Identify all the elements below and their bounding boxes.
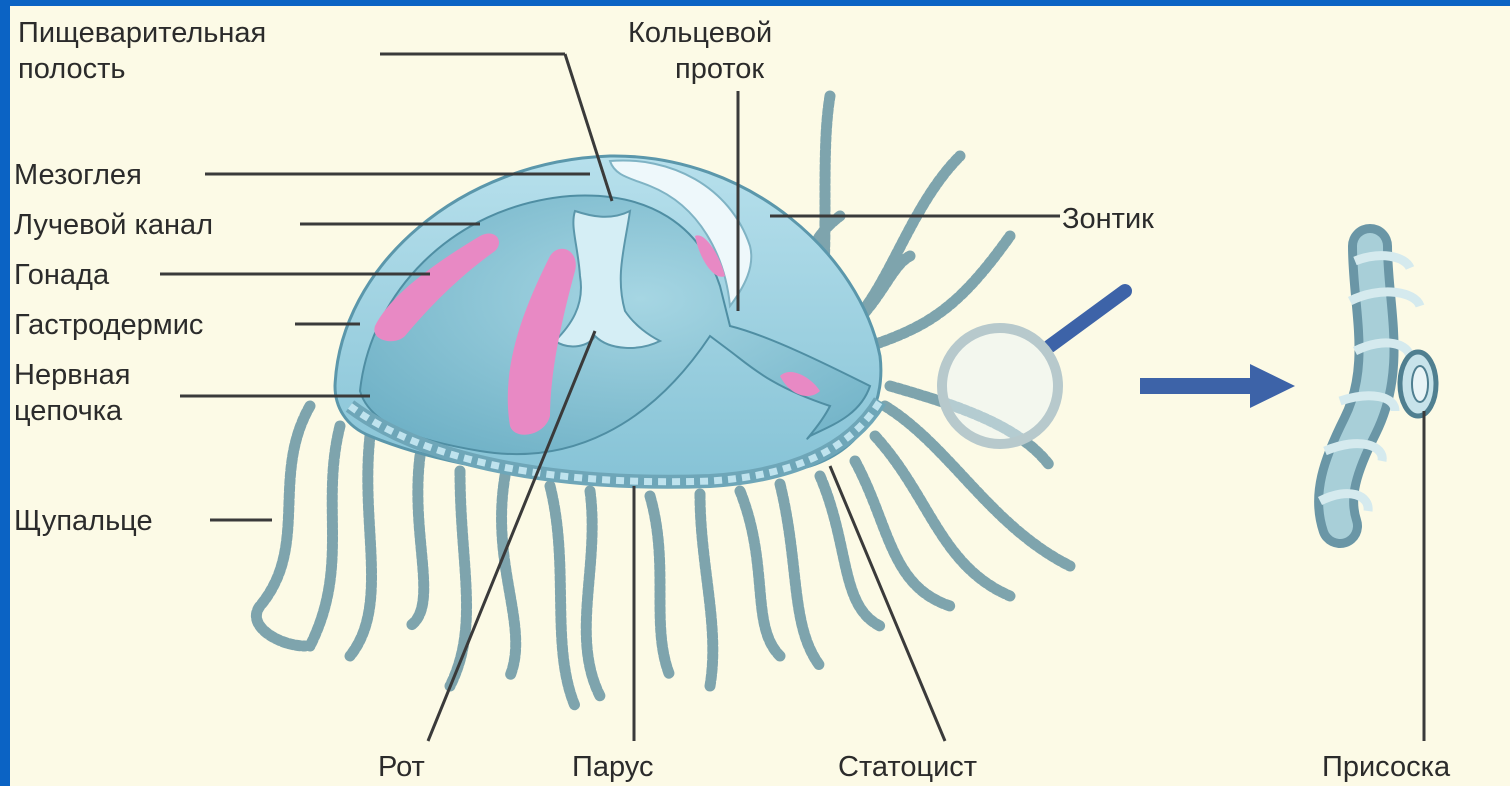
label-digestive-cavity-line1: Пищеварительная bbox=[18, 17, 266, 49]
tentacle-strand bbox=[502, 476, 516, 676]
right-arrow-icon bbox=[1140, 364, 1295, 408]
tentacle-strand bbox=[740, 491, 780, 656]
label-umbrella: Зонтик bbox=[1062, 203, 1154, 235]
label-statocyst: Статоцист bbox=[838, 751, 977, 783]
label-gonad: Гонада bbox=[14, 259, 110, 291]
tentacle-strand bbox=[700, 494, 713, 686]
label-gastrodermis: Гастродермис bbox=[14, 309, 203, 341]
jellyfish-diagram: Пищеварительная полость Кольцевой проток… bbox=[10, 6, 1510, 786]
magnifier-lens bbox=[942, 328, 1058, 444]
tentacle-strand bbox=[650, 496, 670, 676]
diagram-canvas: Пищеварительная полость Кольцевой проток… bbox=[10, 6, 1510, 786]
tentacle-strand bbox=[410, 456, 424, 626]
tentacle-strand bbox=[256, 406, 310, 646]
tentacle-strand bbox=[850, 156, 960, 326]
label-mesoglea: Мезоглея bbox=[14, 159, 142, 191]
label-sucker: Присоска bbox=[1322, 751, 1451, 783]
label-ring-canal-line2: проток bbox=[675, 53, 764, 85]
label-radial-canal: Лучевой канал bbox=[14, 209, 213, 241]
magnifier-handle bbox=[1050, 291, 1125, 346]
tentacle-strand bbox=[350, 436, 372, 656]
label-digestive-cavity-line2: полость bbox=[18, 53, 125, 85]
label-tentacle: Щупальце bbox=[14, 505, 153, 537]
label-mouth: Рот bbox=[378, 751, 425, 783]
tentacle-strand bbox=[586, 491, 600, 696]
label-velum: Парус bbox=[572, 751, 653, 783]
label-ring-canal-line1: Кольцевой bbox=[628, 17, 772, 49]
tentacle-strand bbox=[550, 486, 575, 706]
tentacle-detail bbox=[1320, 246, 1436, 526]
magnifier bbox=[942, 291, 1125, 444]
tentacle-strand bbox=[310, 426, 340, 646]
tentacle-strand bbox=[780, 484, 820, 666]
label-nerve-ring-line2: цепочка bbox=[14, 395, 123, 427]
label-nerve-ring-line1: Нервная bbox=[14, 359, 130, 391]
